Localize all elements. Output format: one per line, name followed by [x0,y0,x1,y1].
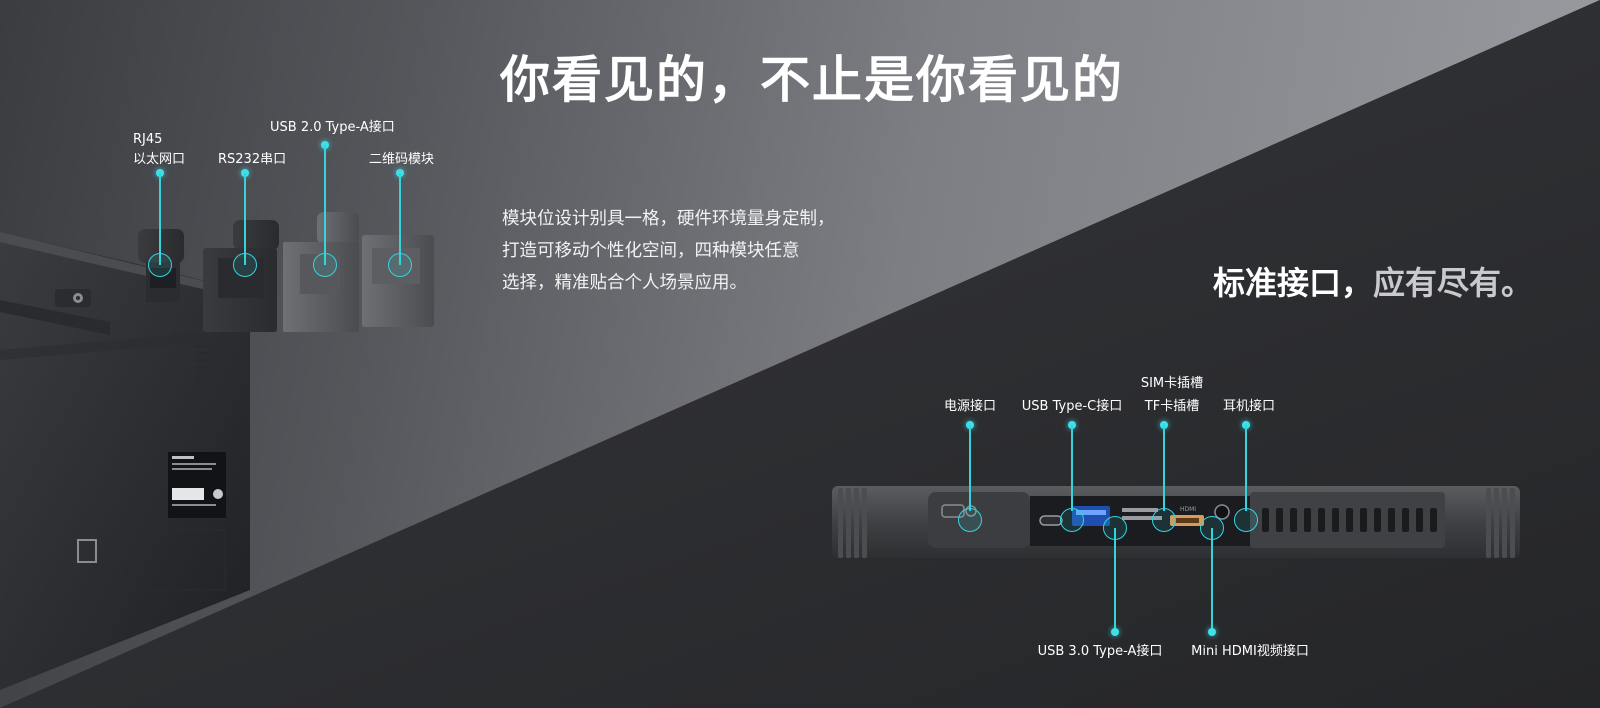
callout-usb-c-line [1071,425,1073,511]
callout-usb30-dot [1111,628,1119,636]
tablet-back [0,232,250,690]
callout-qr-ring [388,253,412,277]
module-usb20 [283,212,359,332]
callout-hdmi-line [1211,528,1213,632]
module-rj45 [138,229,184,302]
callout-rj45-line2: 以太网口 [133,152,186,167]
callout-hdmi-dot [1208,628,1216,636]
callout-usb20: USB 2.0 Type-A接口 [270,120,395,135]
callout-usb20-ring [313,253,337,277]
callout-usb-c: USB Type-C接口 [1021,399,1123,414]
module-qr [362,235,434,327]
callout-rs232-ring [233,253,257,277]
interfaces-heading-part1: 标准接口， [1213,264,1374,302]
description-line-2: 打造可移动个性化空间，四种模块任意 [502,241,800,261]
callout-rj45-line [159,173,161,265]
callout-mini-hdmi: Mini HDMI视频接口 [1191,644,1309,659]
interfaces-heading-part2: 应有尽有。 [1373,264,1534,302]
callout-earphone: 耳机接口 [1222,399,1276,414]
callout-power: 电源接口 [943,399,997,414]
callout-power-ring [958,508,982,532]
callout-usb20-line [324,145,326,265]
callout-rj45-line1: RJ45 [133,132,163,147]
hdmi-marking: HDMI [1180,506,1196,513]
usb-c-icon [1039,515,1063,526]
page-title: 你看见的，不止是你看见的 [500,51,1124,109]
callout-rj45-ring [148,253,172,277]
callout-earphone-ring [1234,508,1258,532]
description: 模块位设计别具一格，硬件环境量身定制， 打造可移动个性化空间，四种模块任意 选择… [502,203,902,299]
device-label-sticker [168,452,226,518]
callout-usb-c-ring [1060,508,1084,532]
callout-usb30-line [1114,528,1116,632]
callout-sim-line1: SIM卡插槽 [1140,376,1204,391]
description-line-1: 模块位设计别具一格，硬件环境量身定制， [502,209,835,229]
callout-rs232: RS232串口 [218,152,287,167]
callout-sim-line2: TF卡插槽 [1144,399,1200,414]
callout-sim-ring [1152,508,1176,532]
interfaces-heading: 标准接口，应有尽有。 [1213,258,1533,304]
callout-qr: 二维码模块 [369,152,435,167]
callout-power-line [969,425,971,511]
callout-sim-line [1163,425,1165,511]
earphone-icon [1214,504,1230,520]
callout-rs232-line [244,173,246,265]
callout-qr-line [399,173,401,265]
tablet-edge: HDMI [832,486,1520,558]
camera-icon [55,289,91,307]
sim-slot-icon [1122,508,1162,520]
callout-usb30: USB 3.0 Type-A接口 [1037,644,1163,659]
description-line-3: 选择，精准贴合个人场景应用。 [502,273,747,293]
callout-earphone-line [1245,425,1247,511]
hdmi-icon [1170,515,1204,526]
